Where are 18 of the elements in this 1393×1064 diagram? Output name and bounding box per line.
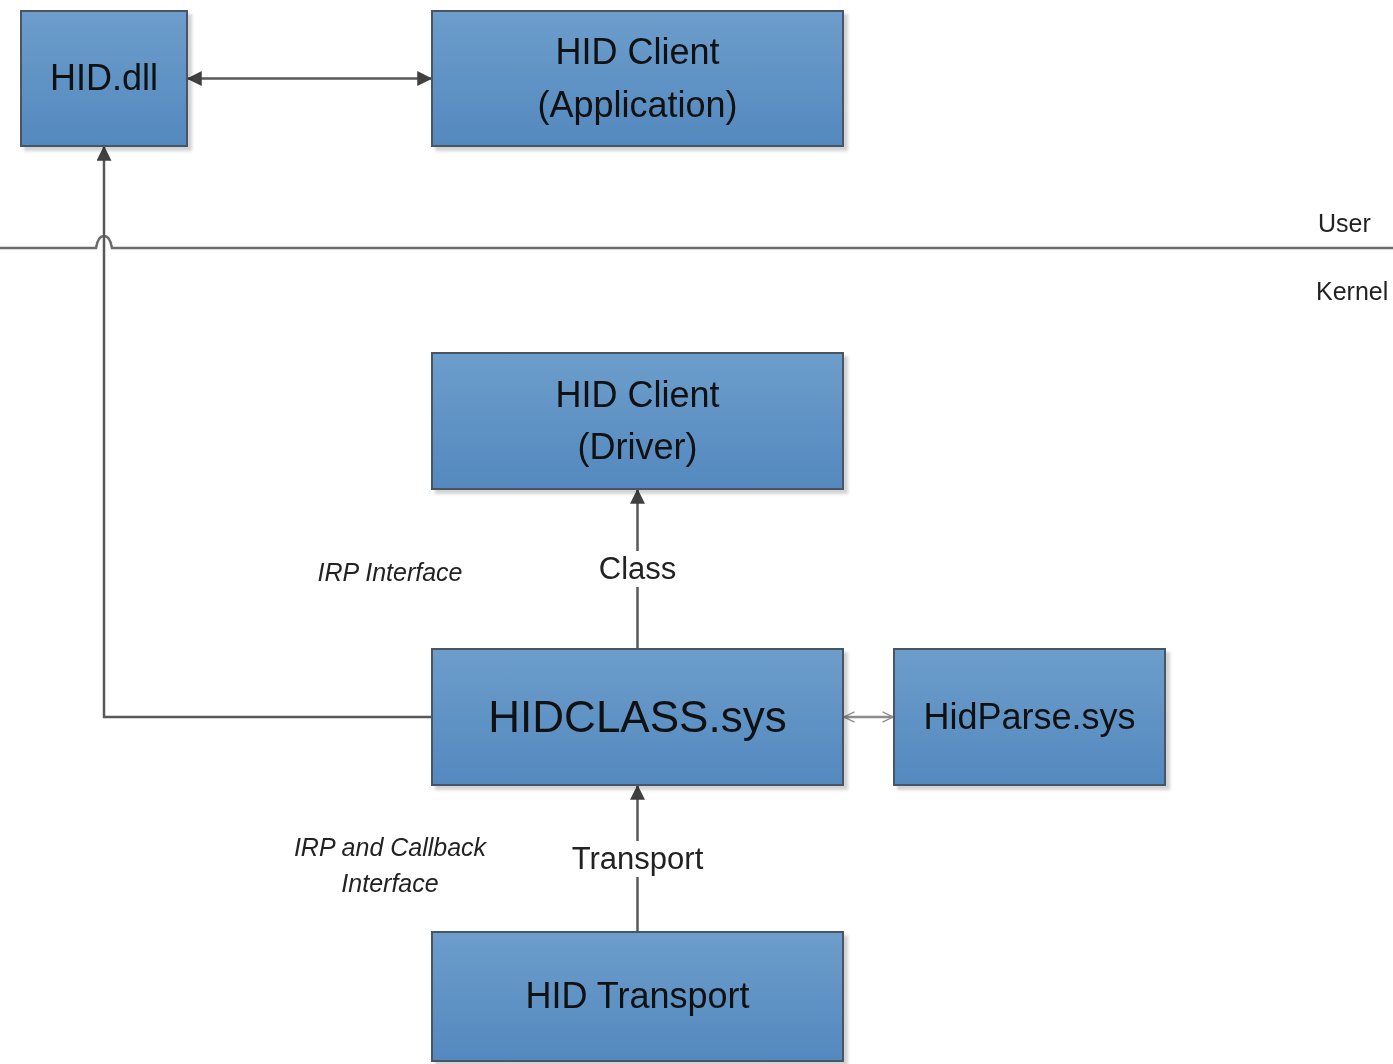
region-label: User bbox=[1318, 208, 1371, 239]
process-box bbox=[20, 10, 188, 147]
box-label: HidParse.sys bbox=[923, 694, 1136, 739]
process-box bbox=[893, 648, 1166, 786]
region-label: Kernel bbox=[1316, 276, 1389, 307]
interface-note: IRP Interface bbox=[317, 556, 463, 588]
process-box bbox=[431, 931, 844, 1062]
process-box bbox=[431, 648, 844, 786]
box-label: HID.dll bbox=[50, 56, 158, 101]
box-label: HID Transport bbox=[525, 974, 750, 1019]
process-box bbox=[431, 352, 844, 490]
arrow bbox=[96, 145, 431, 719]
interface-note: IRP and Callback Interface bbox=[292, 831, 488, 899]
process-box bbox=[431, 10, 844, 147]
arrow bbox=[843, 711, 894, 723]
box-label: HIDCLASS.sys bbox=[488, 691, 787, 744]
box-label: HID Client (Driver) bbox=[554, 372, 721, 469]
box-label: HID Client (Application) bbox=[536, 30, 739, 127]
